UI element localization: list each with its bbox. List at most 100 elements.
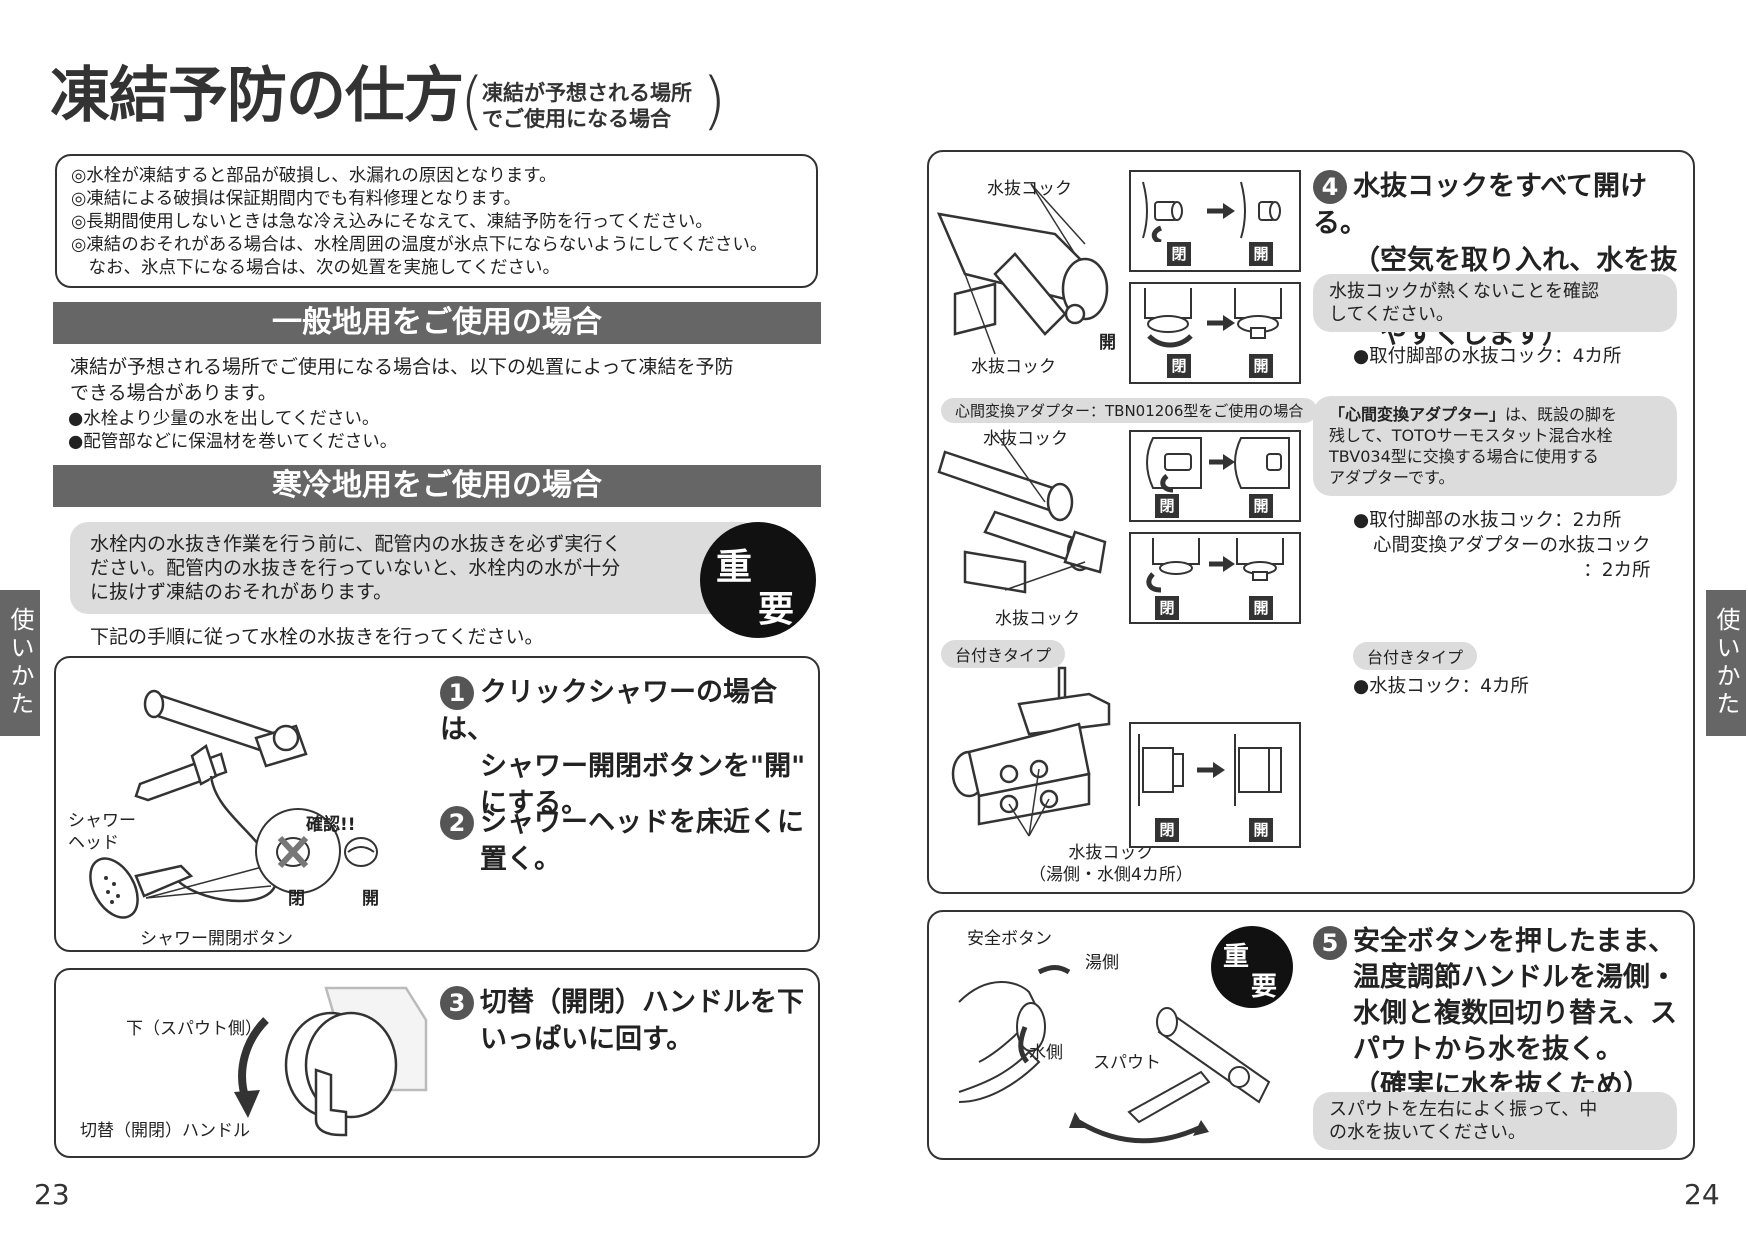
open-indicator: 開 xyxy=(1249,354,1273,378)
warning-line: ◎凍結のおそれがある場合は、水栓周囲の温度が氷点下にならないようにしてください。 xyxy=(71,235,768,255)
cock-open-close-diagram xyxy=(1144,288,1282,348)
bullet-item: ●水栓より少量の水を出してください。 xyxy=(68,409,380,429)
step-5-line: 水側と複数回切り替え、ス xyxy=(1353,998,1677,1029)
warning-line: ◎水栓が凍結すると部品が破損し、水漏れの原因となります。 xyxy=(71,166,557,186)
important-badge-char: 要 xyxy=(758,589,795,630)
open-indicator: 開 xyxy=(1249,818,1273,842)
cock-open-close-diagram xyxy=(1146,538,1284,593)
step-5-line: 温度調節ハンドルを湯側・ xyxy=(1353,962,1677,993)
label-drain-cock: 水抜コック xyxy=(987,179,1072,199)
page-number-right: 24 xyxy=(1684,1178,1720,1211)
important-badge: 重 要 xyxy=(1211,926,1293,1008)
cock-detail-4: 閉 開 xyxy=(1129,532,1301,624)
bullet-item: ●配管部などに保温材を巻いてください。 xyxy=(68,432,398,452)
adapter-note-line: アダプターです。 xyxy=(1329,468,1455,487)
cold-note-line: 水栓内の水抜き作業を行う前に、配管内の水抜きを必ず実行く xyxy=(90,533,622,555)
label-cold-side: 水側 xyxy=(1029,1043,1063,1063)
step-2-line: 置く。 xyxy=(480,844,561,875)
label-shower-head: シャワー ヘッド xyxy=(68,810,136,854)
label-confirm: 確認!! xyxy=(306,815,356,835)
important-badge: 重 要 xyxy=(700,522,816,638)
section-heading-cold: 寒冷地用をご使用の場合 xyxy=(53,465,821,507)
cold-note-line: に抜けず凍結のおそれがあります。 xyxy=(90,581,393,603)
close-indicator: 閉 xyxy=(1167,242,1191,266)
adapter-note: 「心間変換アダプター」は、既設の脚を 残して、TOTOサーモスタット混合水栓 T… xyxy=(1313,396,1677,496)
label-open-marker: 開 xyxy=(1099,333,1116,353)
adapter-name: 「心間変換アダプター」 xyxy=(1329,405,1506,424)
bullet-mount-cocks: ●取付脚部の水抜コック：4カ所 xyxy=(1353,346,1622,367)
step-3-line: 切替（開閉）ハンドルを下 xyxy=(480,987,804,1018)
warning-line: ◎凍結による破損は保証期間内でも有料修理となります。 xyxy=(71,189,521,209)
deck-type-tag: 台付きタイプ xyxy=(941,640,1066,668)
label-switch-handle: 切替（開閉）ハンドル xyxy=(80,1121,250,1141)
label-drain-cocks-4: 水抜コック （湯側・水側4カ所） xyxy=(1029,842,1193,886)
label-spout: スパウト xyxy=(1093,1053,1161,1073)
label-safety-button: 安全ボタン xyxy=(967,929,1052,949)
step-5-line: パウトから水を抜く。 xyxy=(1353,1034,1623,1065)
warning-box: ◎水栓が凍結すると部品が破損し、水漏れの原因となります。 ◎凍結による破損は保証… xyxy=(55,154,818,288)
spout-illustration xyxy=(958,965,1271,1144)
faucet-illustration-1 xyxy=(936,183,1109,355)
cold-note-line: ださい。配管内の水抜きを行っていないと、水栓内の水が十分 xyxy=(90,557,621,579)
open-indicator: 開 xyxy=(1249,494,1273,518)
step-1-line: にする。 xyxy=(480,788,589,819)
adapter-note-line: 残して、TOTOサーモスタット混合水栓 xyxy=(1329,426,1613,445)
step-5-note-line: スパウトを左右によく振って、中 xyxy=(1329,1099,1598,1120)
label-drain-cocks-4-line: （湯側・水側4カ所） xyxy=(1029,865,1193,885)
cold-instruction: 下記の手順に従って水栓の水抜きを行ってください。 xyxy=(90,626,544,648)
general-para-line: 凍結が予想される場所でご使用になる場合は、以下の処置によって凍結を予防 xyxy=(70,356,734,378)
step-4-line: 水抜コックをすべて開ける。 xyxy=(1313,171,1648,239)
step-1-line: シャワー開閉ボタンを"開" xyxy=(480,751,806,782)
step-3-number: 3 xyxy=(440,986,474,1020)
general-para-line: できる場合があります。 xyxy=(70,382,277,404)
close-indicator: 閉 xyxy=(1167,354,1191,378)
label-down-spout: 下（スパウト側） xyxy=(126,1019,262,1039)
step-5-note: スパウトを左右によく振って、中 の水を抜いてください。 xyxy=(1313,1092,1677,1150)
step-1-line: クリックシャワーの場合は、 xyxy=(440,677,777,745)
step-2-line: シャワーヘッドを床近くに xyxy=(480,807,804,838)
general-bullets: ●水栓より少量の水を出してください。 ●配管部などに保温材を巻いてください。 xyxy=(68,408,397,454)
deck-type-tag-right: 台付きタイプ xyxy=(1353,642,1478,670)
label-shower-button: シャワー開閉ボタン xyxy=(140,929,293,949)
side-tab-left: 使いかた xyxy=(0,590,40,736)
label-drain-cocks-4-line: 水抜コック xyxy=(1068,843,1154,863)
close-indicator: 閉 xyxy=(1155,494,1179,518)
close-indicator: 閉 xyxy=(1155,818,1179,842)
important-badge-char: 要 xyxy=(1251,972,1278,1002)
label-drain-cock: 水抜コック xyxy=(995,609,1080,629)
step-3-line: いっぱいに回す。 xyxy=(480,1024,694,1055)
label-drain-cock: 水抜コック xyxy=(971,357,1056,377)
important-badge-char: 重 xyxy=(1223,942,1250,972)
step-5-note-line: の水を抜いてください。 xyxy=(1329,1122,1526,1143)
bullet-item: 心間変換アダプターの水抜コック xyxy=(1373,535,1651,556)
step-4-note-line: してください。 xyxy=(1329,304,1454,325)
step-4-note: 水抜コックが熱くないことを確認 してください。 xyxy=(1313,274,1677,332)
title-paren-open: ( xyxy=(460,64,485,137)
open-indicator: 開 xyxy=(1249,596,1273,620)
step-1-number: 1 xyxy=(440,676,474,710)
step-4-note-line: 水抜コックが熱くないことを確認 xyxy=(1329,281,1599,302)
subtitle-line-1: 凍結が予想される場所 xyxy=(482,81,692,105)
shower-illustration xyxy=(89,689,378,919)
cold-note: 水栓内の水抜き作業を行う前に、配管内の水抜きを必ず実行く ださい。配管内の水抜き… xyxy=(70,522,760,614)
label-open: 開 xyxy=(362,889,379,909)
subtitle-line-2: でご使用になる場合 xyxy=(482,107,671,132)
cock-open-close-diagram xyxy=(1142,181,1281,242)
adapter-note-line: TBV034型に交換する場合に使用する xyxy=(1329,447,1599,466)
faucet-illustration-deck xyxy=(951,666,1111,837)
cock-open-close-diagram xyxy=(1146,437,1290,493)
cock-detail-3: 閉 開 xyxy=(1129,430,1301,522)
bullet-deck-cocks: ●水抜コック：4カ所 xyxy=(1353,676,1529,697)
cock-open-close-diagram xyxy=(1138,734,1282,806)
cock-detail-2: 閉 開 xyxy=(1129,282,1301,384)
label-shower-head-line: シャワー xyxy=(68,811,136,831)
open-indicator: 開 xyxy=(1249,242,1273,266)
bullet-item: ●取付脚部の水抜コック：2カ所 xyxy=(1353,510,1622,531)
close-indicator: 閉 xyxy=(1155,596,1179,620)
step-5-line: 安全ボタンを押したまま、 xyxy=(1353,926,1676,957)
